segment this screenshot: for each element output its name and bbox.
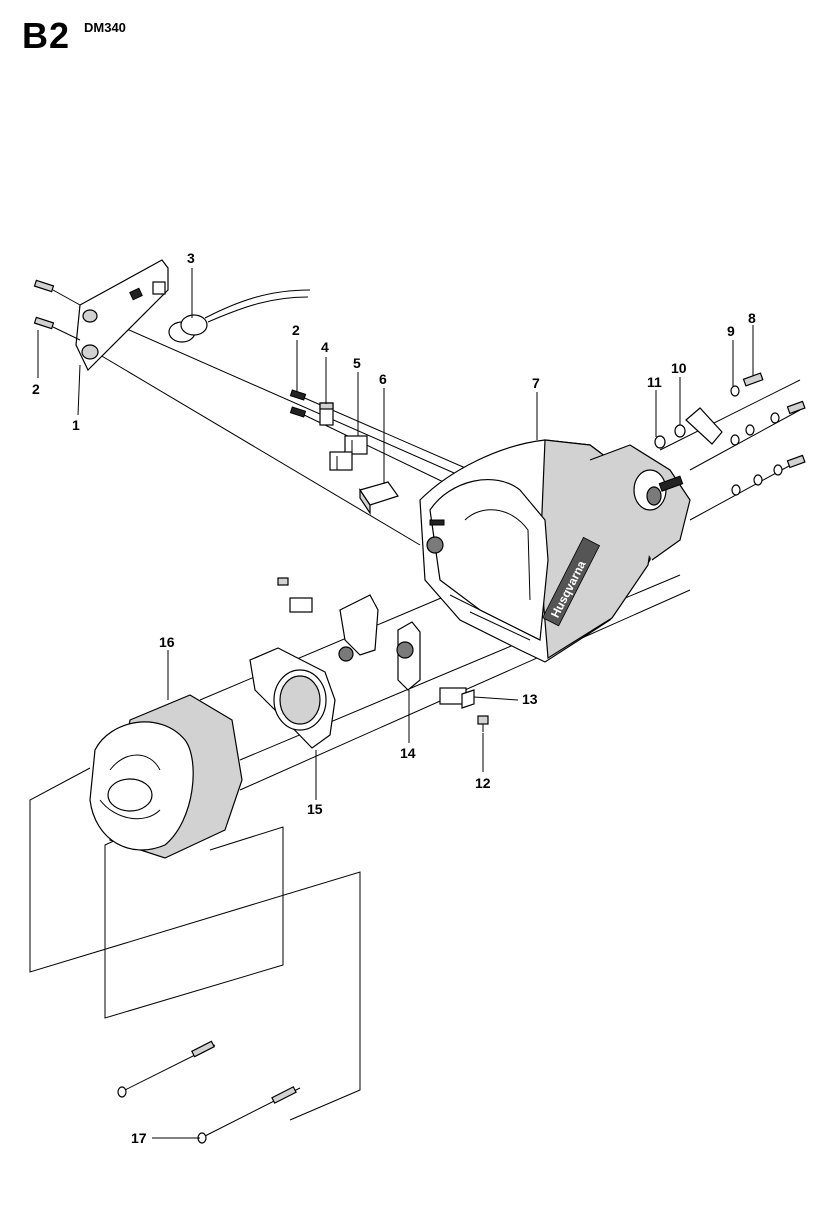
callout-9: 9 bbox=[727, 323, 735, 339]
part-6-capacitor bbox=[359, 481, 399, 515]
callout-14: 14 bbox=[400, 745, 416, 761]
callout-12: 12 bbox=[475, 775, 491, 791]
part-13-carbon-brush bbox=[439, 687, 475, 709]
callout-11: 11 bbox=[647, 374, 662, 390]
part-2-screws-middle bbox=[289, 389, 307, 418]
part-2-screws-left bbox=[33, 279, 81, 341]
callout-7: 7 bbox=[532, 375, 540, 391]
callout-2-middle: 2 bbox=[292, 322, 300, 338]
callout-2-left: 2 bbox=[32, 381, 40, 397]
page-code: B2 bbox=[22, 15, 71, 56]
part-10-bracket bbox=[685, 407, 723, 445]
brush-holder-left bbox=[277, 577, 379, 662]
callout-13: 13 bbox=[522, 691, 538, 707]
callout-15: 15 bbox=[307, 801, 323, 817]
callout-8: 8 bbox=[748, 310, 756, 326]
part-4-clip bbox=[319, 402, 334, 426]
part-7-motor-housing bbox=[419, 439, 691, 663]
part-9-washer bbox=[730, 385, 740, 397]
callout-16: 16 bbox=[159, 634, 175, 650]
part-8-screw bbox=[742, 372, 764, 387]
callout-5: 5 bbox=[353, 355, 361, 371]
right-fasteners bbox=[654, 372, 806, 496]
callout-17: 17 bbox=[131, 1130, 147, 1146]
part-1-cover-plate bbox=[75, 259, 169, 372]
part-12-screw bbox=[477, 715, 489, 732]
part-5-terminal-blocks bbox=[329, 435, 368, 471]
callout-labels: 1 2 2 3 4 5 6 7 8 9 10 11 12 13 14 15 16… bbox=[32, 250, 756, 1146]
part-17-stud-bolts bbox=[117, 1040, 301, 1144]
callout-1: 1 bbox=[72, 417, 80, 433]
part-11-washer bbox=[654, 435, 666, 449]
callout-4: 4 bbox=[321, 339, 329, 355]
callout-3: 3 bbox=[187, 250, 195, 266]
part-16-stator bbox=[89, 694, 243, 859]
part-14-brush-holder bbox=[396, 621, 421, 691]
callout-6: 6 bbox=[379, 371, 387, 387]
model-code: DM340 bbox=[84, 20, 126, 35]
callout-leaders bbox=[37, 268, 754, 1139]
callout-10: 10 bbox=[671, 360, 687, 376]
part-15-end-bracket bbox=[249, 647, 336, 749]
part-3-cable-loom bbox=[168, 289, 311, 343]
